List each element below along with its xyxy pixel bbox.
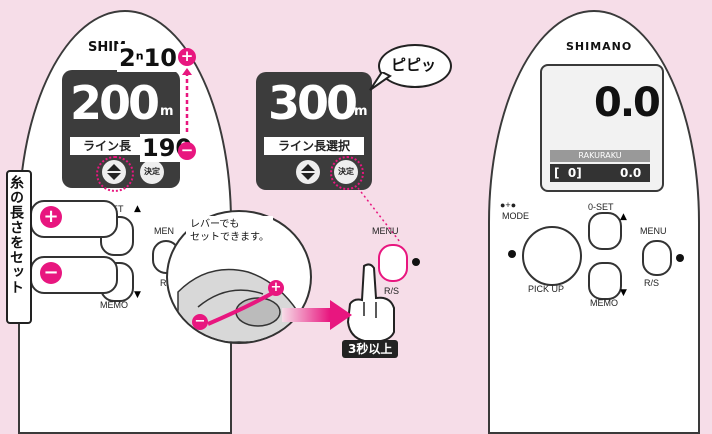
lcd-big-value-right: 0.0 bbox=[594, 80, 661, 126]
brand-logo-left: SHIM bbox=[88, 40, 127, 55]
lcd-unit-left: m bbox=[160, 104, 174, 119]
bracket-value: [ 0] bbox=[554, 166, 582, 180]
brand-logo-right: SHIMANO bbox=[566, 40, 633, 53]
oset-button-right[interactable] bbox=[588, 212, 622, 250]
oset-label-right: 0-SET bbox=[588, 202, 614, 212]
menu-button-center[interactable] bbox=[378, 244, 408, 282]
lever-callout-line2: セットできます。 bbox=[190, 232, 269, 243]
upper-value-sup: n bbox=[135, 49, 144, 63]
dot-center bbox=[412, 258, 420, 266]
kettei-button-left: 決定 bbox=[140, 160, 164, 184]
updown-arrows-center bbox=[301, 164, 315, 180]
mode-label: MODE bbox=[502, 211, 529, 221]
beep-text: ピピッ bbox=[391, 56, 437, 74]
mode-name-bar: RAKURAKU bbox=[550, 150, 650, 162]
line-length-select-label: ライン長選択 bbox=[264, 137, 364, 155]
mode-plus-label: ●+● bbox=[500, 200, 517, 210]
dashed-arrow-icon bbox=[182, 68, 192, 144]
memo-label-left: MEMO bbox=[100, 300, 128, 310]
menu-label-right: MENU bbox=[640, 226, 667, 236]
line-length-label-left: ライン長 bbox=[70, 137, 144, 155]
lever-callout-line1: レバーでも bbox=[190, 219, 240, 230]
upper-value-main: 2 bbox=[119, 44, 136, 72]
menu-label-left: MEN bbox=[154, 226, 174, 236]
side-label-box bbox=[6, 170, 32, 324]
pickup-button[interactable] bbox=[522, 226, 582, 286]
hand-icon bbox=[346, 263, 395, 342]
oset-arrow-right: ▲ bbox=[620, 212, 627, 222]
memo-arrow-left: ▼ bbox=[134, 290, 141, 300]
rs-label-center: R/S bbox=[384, 286, 400, 296]
rs-label-left: R/ bbox=[160, 278, 169, 288]
dot-right bbox=[676, 254, 684, 262]
plus-icon-top: + bbox=[178, 48, 196, 66]
hold-badge: 3秒以上 bbox=[342, 340, 399, 358]
rs-label-right: R/S bbox=[644, 278, 660, 288]
side-label-text: 糸の長さをセット bbox=[8, 175, 24, 295]
memo-arrow-right: ▼ bbox=[620, 288, 627, 298]
lever-callout: レバーでも セットできます。 bbox=[186, 216, 273, 246]
lcd-unit-center: m bbox=[354, 104, 368, 119]
beep-bubble bbox=[378, 44, 452, 88]
progress-arrow bbox=[282, 300, 352, 330]
pointer-line bbox=[357, 187, 401, 243]
lcd-big-value-center: 300 bbox=[268, 76, 358, 130]
menu-label-center: MENU bbox=[372, 226, 399, 236]
dotted-circle-highlight bbox=[96, 156, 134, 192]
lcd-big-value-left: 200 bbox=[70, 76, 160, 130]
upper-value-rest: 10 bbox=[143, 44, 177, 72]
upper-value-left: 2n10 bbox=[117, 44, 179, 72]
bracket-value-num: 0 bbox=[567, 166, 577, 180]
bubble-tail bbox=[369, 72, 392, 91]
menu-button-right[interactable] bbox=[642, 240, 672, 276]
plus-icon-finger: + bbox=[40, 206, 62, 228]
minus-icon-top: − bbox=[178, 142, 196, 160]
oset-arrow-left: ▲ bbox=[134, 204, 141, 214]
lower-display-row bbox=[550, 164, 650, 182]
minus-icon-lever: − bbox=[192, 314, 208, 330]
dot-left-right-reel bbox=[508, 250, 516, 258]
pickup-label: PICK UP bbox=[528, 284, 565, 294]
memo-label-right: MEMO bbox=[590, 298, 618, 308]
small-value: 0.0 bbox=[620, 166, 642, 180]
minus-icon-finger: − bbox=[40, 262, 62, 284]
kettei-highlight bbox=[330, 156, 364, 190]
memo-button-right[interactable] bbox=[588, 262, 622, 300]
plus-icon-lever: + bbox=[268, 280, 284, 296]
